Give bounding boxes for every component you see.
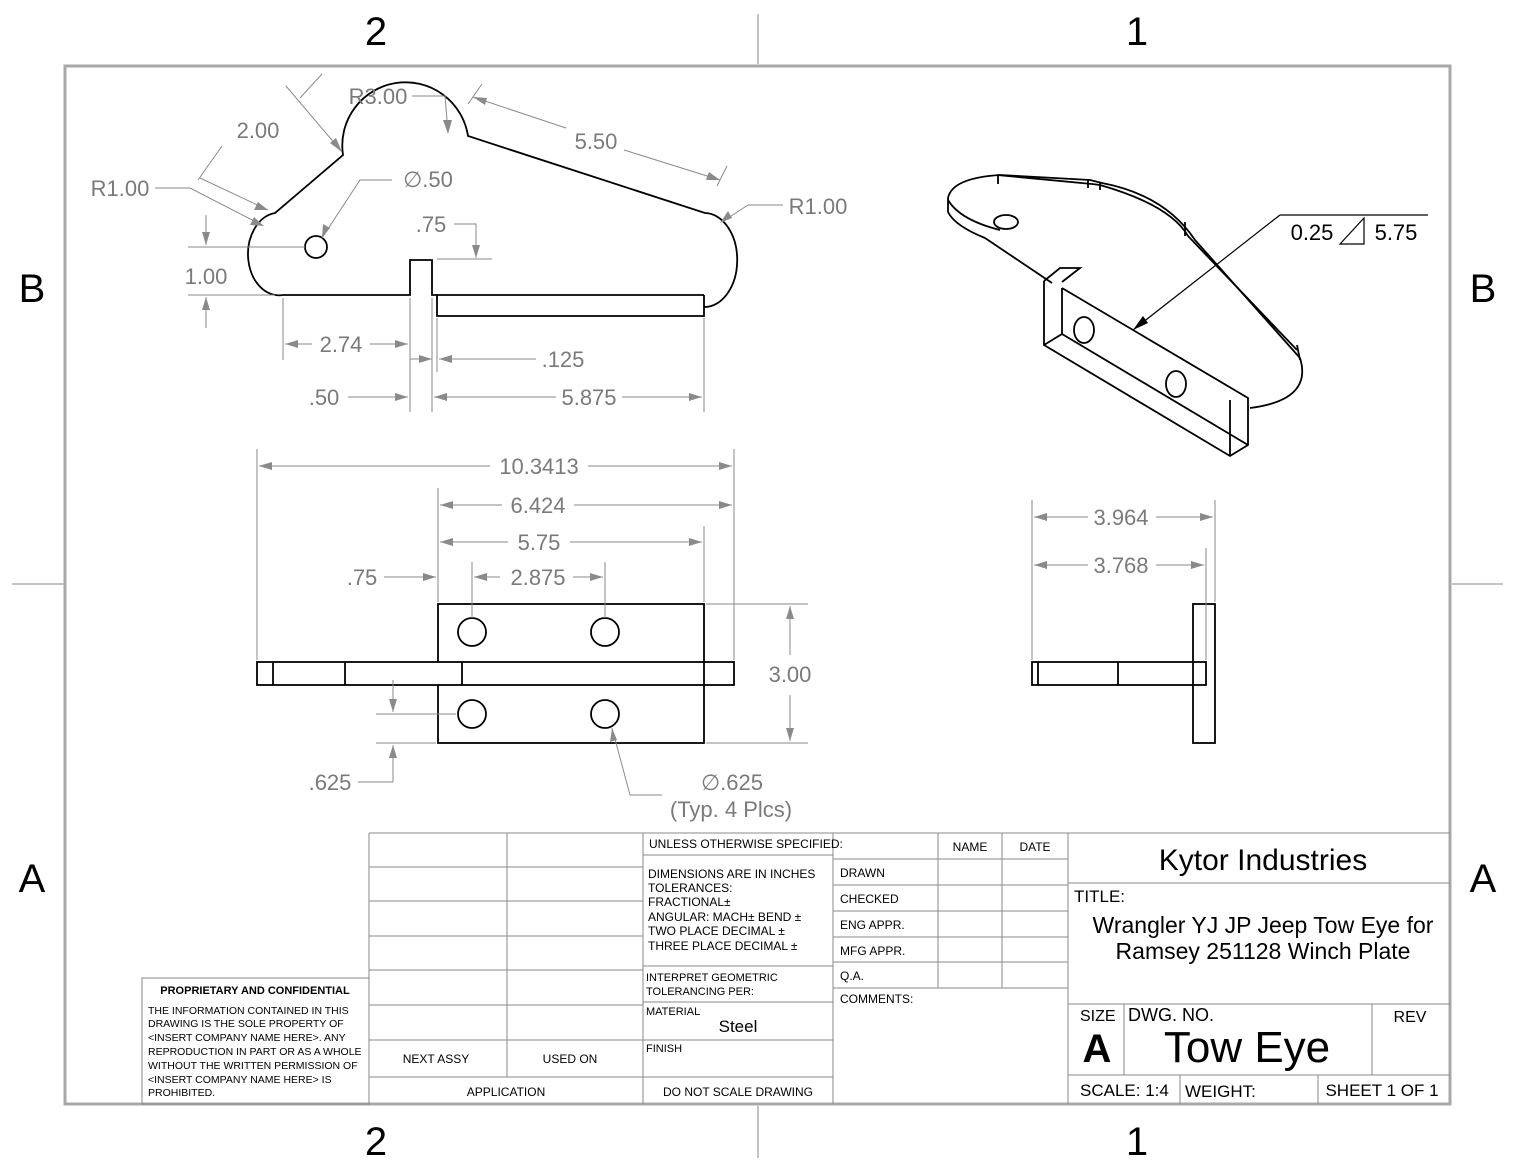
dim-typ-4-plcs: (Typ. 4 Plcs) <box>670 797 792 822</box>
zone-left-a: A <box>19 857 46 901</box>
company-name: Kytor Industries <box>1159 844 1367 877</box>
dim-100: 1.00 <box>185 264 228 289</box>
front-view <box>256 603 735 744</box>
eng-appr-label: ENG APPR. <box>840 918 905 932</box>
proprietary-line: THE INFORMATION CONTAINED IN THIS <box>148 1005 349 1017</box>
right-view-arrowheads <box>1034 513 1213 569</box>
dim-575: 5.75 <box>518 530 561 555</box>
comments-label: COMMENTS: <box>840 992 913 1006</box>
side-view-dimension-lines <box>155 73 783 412</box>
application-label: APPLICATION <box>467 1085 545 1099</box>
dim-550: 5.50 <box>575 129 618 154</box>
dim-2875: 2.875 <box>510 565 565 590</box>
proprietary-title: PROPRIETARY AND CONFIDENTIAL <box>160 985 350 997</box>
dim-075-front: .75 <box>347 565 378 590</box>
dim-5875: 5.875 <box>561 385 616 410</box>
proprietary-line: WITHOUT THE WRITTEN PERMISSION OF <box>148 1060 358 1072</box>
dim-dia050: ∅.50 <box>403 167 453 192</box>
front-view-dimension-lines <box>256 449 808 796</box>
tolerance-line: FRACTIONAL± <box>648 895 731 909</box>
tolerance-line: THREE PLACE DECIMAL ± <box>648 939 798 953</box>
proprietary-line: <INSERT COMPANY NAME HERE> IS <box>148 1074 332 1086</box>
material-label: MATERIAL <box>646 1006 700 1018</box>
dim-r300: R3.00 <box>349 84 408 109</box>
side-view-dimension-text: R3.00 2.00 R1.00 ∅.50 .75 5.50 R1.00 1.0… <box>91 84 848 410</box>
weld-length: 5.75 <box>1375 220 1418 245</box>
size-label: SIZE <box>1080 1008 1116 1025</box>
proprietary-text: THE INFORMATION CONTAINED IN THIS DRAWIN… <box>148 1005 362 1099</box>
title-label: TITLE: <box>1074 887 1125 906</box>
dim-0125: .125 <box>542 347 585 372</box>
front-view-arrowheads <box>259 462 794 758</box>
tolerance-line: DIMENSIONS ARE IN INCHES <box>648 867 815 881</box>
rev-label: REV <box>1394 1009 1427 1026</box>
dim-3768: 3.768 <box>1093 553 1148 578</box>
tolerance-lines: DIMENSIONS ARE IN INCHES TOLERANCES: FRA… <box>648 867 815 953</box>
zone-bottom-2: 2 <box>365 1120 387 1164</box>
qa-label: Q.A. <box>840 969 864 983</box>
dim-075-top: .75 <box>416 212 447 237</box>
scale-label: SCALE: 1:4 <box>1080 1081 1169 1100</box>
do-not-scale-label: DO NOT SCALE DRAWING <box>663 1085 813 1099</box>
tolerance-line: TOLERANCES: <box>648 881 732 895</box>
dwg-no-label: DWG. NO. <box>1128 1005 1214 1025</box>
front-view-dimension-text: 10.3413 6.424 5.75 .75 2.875 3.00 .625 ∅… <box>309 454 812 822</box>
zone-ticks <box>12 14 1503 1158</box>
drawing-title-line-1: Wrangler YJ JP Jeep Tow Eye for <box>1093 912 1434 938</box>
dim-200: 2.00 <box>237 118 280 143</box>
mfg-appr-label: MFG APPR. <box>840 944 905 958</box>
tolerance-line: ANGULAR: MACH± BEND ± <box>648 910 802 924</box>
material-value: Steel <box>719 1017 758 1036</box>
weld-callout: 0.25 5.75 <box>1132 214 1428 331</box>
isometric-view <box>947 174 1304 458</box>
side-view-arrowheads <box>202 97 732 401</box>
tolerance-line: TWO PLACE DECIMAL ± <box>648 924 785 938</box>
title-block-grid <box>141 832 1450 1105</box>
size-value: A <box>1083 1027 1112 1071</box>
interpret-geometric-label: INTERPRET GEOMETRIC <box>646 972 778 984</box>
finish-label: FINISH <box>646 1043 682 1055</box>
dim-274: 2.74 <box>320 332 363 357</box>
unless-specified-label: UNLESS OTHERWISE SPECIFIED: <box>649 837 843 851</box>
drawing-title-line-2: Ramsey 251128 Winch Plate <box>1116 938 1411 964</box>
sheet-label: SHEET 1 OF 1 <box>1325 1081 1438 1100</box>
sheet-frame <box>63 64 1452 1106</box>
dim-050: .50 <box>309 385 340 410</box>
name-header: NAME <box>953 840 988 854</box>
dwg-no-value: Tow Eye <box>1164 1023 1330 1072</box>
zone-top-2: 2 <box>365 10 387 54</box>
dim-dia0625: ∅.625 <box>701 770 763 795</box>
proprietary-line: <INSERT COMPANY NAME HERE>. ANY <box>148 1032 346 1044</box>
zone-right-b: B <box>1470 267 1497 311</box>
drawn-label: DRAWN <box>840 866 885 880</box>
dim-r100-right: R1.00 <box>789 194 848 219</box>
zone-bottom-1: 1 <box>1126 1120 1148 1164</box>
checked-label: CHECKED <box>840 892 899 906</box>
dim-6424: 6.424 <box>510 493 565 518</box>
weight-label: WEIGHT: <box>1185 1082 1256 1101</box>
next-assy-label: NEXT ASSY <box>403 1052 469 1066</box>
proprietary-line: REPRODUCTION IN PART OR AS A WHOLE <box>148 1046 362 1058</box>
tolerancing-per-label: TOLERANCING PER: <box>646 986 754 998</box>
dim-103413: 10.3413 <box>499 454 579 479</box>
zone-right-a: A <box>1470 857 1497 901</box>
right-side-view <box>1031 603 1216 744</box>
dim-300: 3.00 <box>769 662 812 687</box>
proprietary-line: DRAWING IS THE SOLE PROPERTY OF <box>148 1018 344 1030</box>
dim-3964: 3.964 <box>1093 505 1148 530</box>
used-on-label: USED ON <box>543 1052 598 1066</box>
dim-0625: .625 <box>309 770 352 795</box>
dim-r100-left: R1.00 <box>91 176 150 201</box>
weld-size: 0.25 <box>1291 220 1334 245</box>
zone-top-1: 1 <box>1126 10 1148 54</box>
side-profile-view <box>247 81 739 317</box>
proprietary-line: PROHIBITED. <box>148 1087 215 1099</box>
date-header: DATE <box>1019 840 1050 854</box>
zone-left-b: B <box>19 267 46 311</box>
